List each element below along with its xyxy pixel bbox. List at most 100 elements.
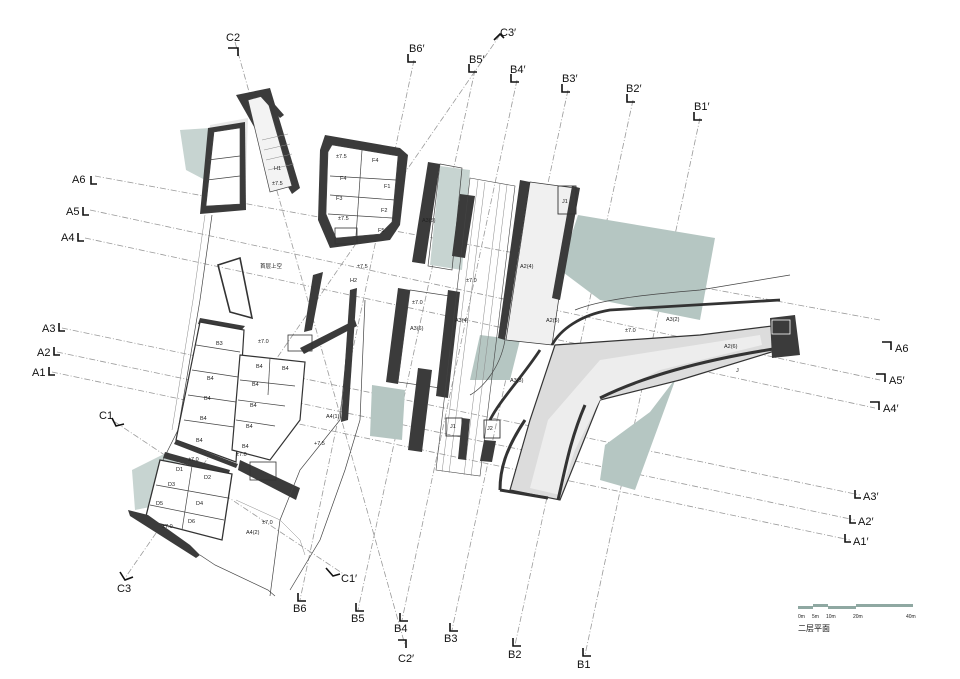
section-marker-b3p: [561, 84, 570, 93]
room-label-f4: F4: [340, 176, 346, 182]
section-marker-c3p: [493, 32, 505, 41]
building-central-strips: [386, 162, 516, 477]
level-mark: ±7.0: [162, 524, 173, 530]
section-marker-b5: [355, 603, 364, 612]
level-mark: ±7.0: [236, 452, 247, 458]
room-label-d6: D6: [188, 519, 195, 525]
section-marker-c1: [111, 417, 125, 427]
section-marker-b3: [449, 623, 458, 632]
level-mark: ±7.5: [338, 216, 349, 222]
room-label-b4-2: B4: [204, 396, 211, 402]
section-marker-c3: [119, 571, 134, 581]
room-label-a3-6: A3(6): [410, 326, 424, 332]
room-label-a3-3: A3(3): [510, 378, 524, 384]
room-label-d4: D4: [196, 501, 203, 507]
section-label-a3p: A3′: [863, 491, 879, 503]
section-label-b4: B4: [394, 623, 407, 635]
room-label-b4-1: B4: [207, 376, 214, 382]
section-markers: A6 A5 A4 A3 A2 A1 A6 A5′ A4′ A3′ A2′ A1′…: [32, 27, 908, 671]
section-label-b3p: B3′: [562, 73, 578, 85]
building-d-rooms: [128, 452, 300, 558]
room-label-b4-9: B4: [282, 366, 289, 372]
section-marker-b4: [399, 613, 408, 622]
level-marks: ±7.5 ±7.0 ±7.5 ±7.5 ±7.5 ±7.0 ±7.0 ±7.0 …: [162, 154, 636, 530]
room-label-void: 首层上空: [260, 262, 283, 270]
level-mark: ±7.0: [262, 520, 273, 526]
section-label-a4p: A4′: [883, 403, 899, 415]
section-marker-c1p: [325, 567, 341, 577]
scale-tick-20: 20m: [853, 614, 863, 620]
room-label-b4-3: B4: [200, 416, 207, 422]
building-a2-core: [469, 180, 791, 421]
section-marker-a1p: [844, 534, 851, 543]
room-label-j1: J1: [562, 199, 568, 205]
section-marker-b2p: [626, 94, 635, 103]
section-marker-a6: [90, 176, 97, 185]
section-marker-b6: [297, 593, 306, 602]
room-label-a2-4: A2(4): [520, 264, 534, 270]
room-label-a3-2: A3(2): [666, 317, 680, 323]
room-label-a2-5: A2(5): [546, 318, 560, 324]
plan-title: 二层平面: [798, 624, 830, 633]
room-label-b4-8: B4: [242, 444, 249, 450]
section-label-a6p: A6: [895, 343, 908, 355]
section-label-a1p: A1′: [853, 536, 869, 548]
scale-segment: [798, 606, 813, 609]
section-label-a5p: A5′: [889, 375, 905, 387]
section-label-b5p: B5′: [469, 54, 485, 66]
section-marker-a5p: [876, 373, 886, 382]
section-marker-a4p: [870, 401, 880, 410]
room-label-h2: H2: [350, 278, 357, 284]
room-labels: H1 H2 首层上空 F1 F2 F3 F4 F5 F4 A3(5) A3(6)…: [156, 158, 739, 536]
section-label-c2: C2: [226, 32, 240, 44]
level-mark: ±7.0: [466, 278, 477, 284]
building-a2-south: [498, 315, 800, 501]
level-mark: ±7.0: [625, 328, 636, 334]
section-marker-a3p: [854, 490, 861, 499]
room-label-a4-1: A4(1): [326, 414, 340, 420]
room-label-a2-6: A2(6): [724, 344, 738, 350]
building-h1: [236, 88, 300, 194]
section-label-a2p: A2′: [858, 516, 874, 528]
section-label-c1p: C1′: [341, 573, 357, 585]
level-mark: ±7.0: [258, 339, 269, 345]
section-marker-b1: [582, 648, 591, 657]
building-a4: [199, 272, 366, 597]
section-label-c2p: C2′: [398, 653, 414, 665]
room-label-f4b: F4: [372, 158, 378, 164]
section-marker-a2: [53, 347, 60, 356]
section-label-c3: C3: [117, 583, 131, 595]
level-mark: ±7.5: [272, 181, 283, 187]
building-small-cores: [445, 417, 501, 462]
section-label-b2p: B2′: [626, 83, 642, 95]
section-marker-b2: [512, 638, 521, 647]
section-marker-a1: [48, 367, 55, 376]
section-label-b6p: B6′: [409, 43, 425, 55]
room-label-j1b: J1: [450, 424, 456, 430]
section-marker-b5p: [468, 64, 477, 73]
room-label-j: J: [736, 368, 739, 374]
section-label-a5: A5: [66, 206, 79, 218]
room-label-f3: F3: [336, 196, 342, 202]
room-label-d5: D5: [156, 501, 163, 507]
section-label-b2: B2: [508, 649, 521, 661]
section-marker-b1p: [693, 112, 702, 121]
room-label-j2: J2: [487, 426, 493, 432]
scale-segment: [828, 606, 856, 609]
room-label-b4-4: B4: [196, 438, 203, 444]
section-marker-b4p: [510, 74, 519, 83]
section-label-b4p: B4′: [510, 64, 526, 76]
room-label-f1: F1: [384, 184, 390, 190]
section-marker-c2: [228, 47, 239, 56]
level-mark: +7.5: [314, 441, 325, 447]
section-label-a2: A2: [37, 347, 50, 359]
scale-tick-5: 5m: [812, 614, 819, 620]
section-marker-b6p: [407, 54, 416, 63]
section-marker-a6p: [882, 341, 892, 350]
section-label-b1: B1: [577, 659, 590, 671]
section-label-a4: A4: [61, 232, 74, 244]
section-label-b6: B6: [293, 603, 306, 615]
level-mark: ±7.0: [188, 457, 199, 463]
section-label-a1: A1: [32, 367, 45, 379]
